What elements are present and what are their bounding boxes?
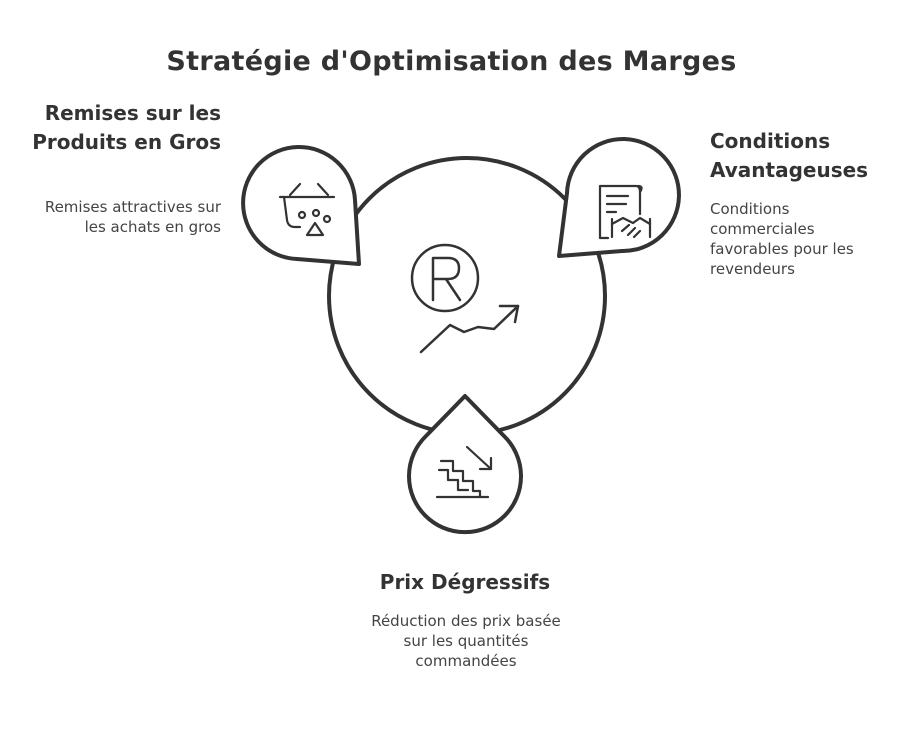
- contract-handshake-icon: [598, 184, 652, 240]
- left-node-description: Remises attractives sur les achats en gr…: [44, 198, 221, 236]
- right-node-description: Conditions commerciales favorables pour …: [710, 200, 854, 278]
- diagram-title: Stratégie d'Optimisation des Marges: [166, 46, 737, 77]
- bottom-node-description: Réduction des prix basée sur les quantit…: [371, 612, 561, 670]
- right-node-heading: Conditions Avantageuses: [710, 129, 869, 182]
- right-node-shape: [557, 137, 681, 258]
- left-node-heading: Remises sur les Produits en Gros: [32, 101, 221, 154]
- stairs-down-icon: [435, 445, 493, 499]
- center-circle: [327, 156, 607, 436]
- registered-trend-up-icon: [410, 243, 520, 354]
- bottom-node-heading: Prix Dégressifs: [379, 570, 551, 594]
- basket-discount-icon: [278, 182, 336, 237]
- left-node-shape: [241, 145, 361, 266]
